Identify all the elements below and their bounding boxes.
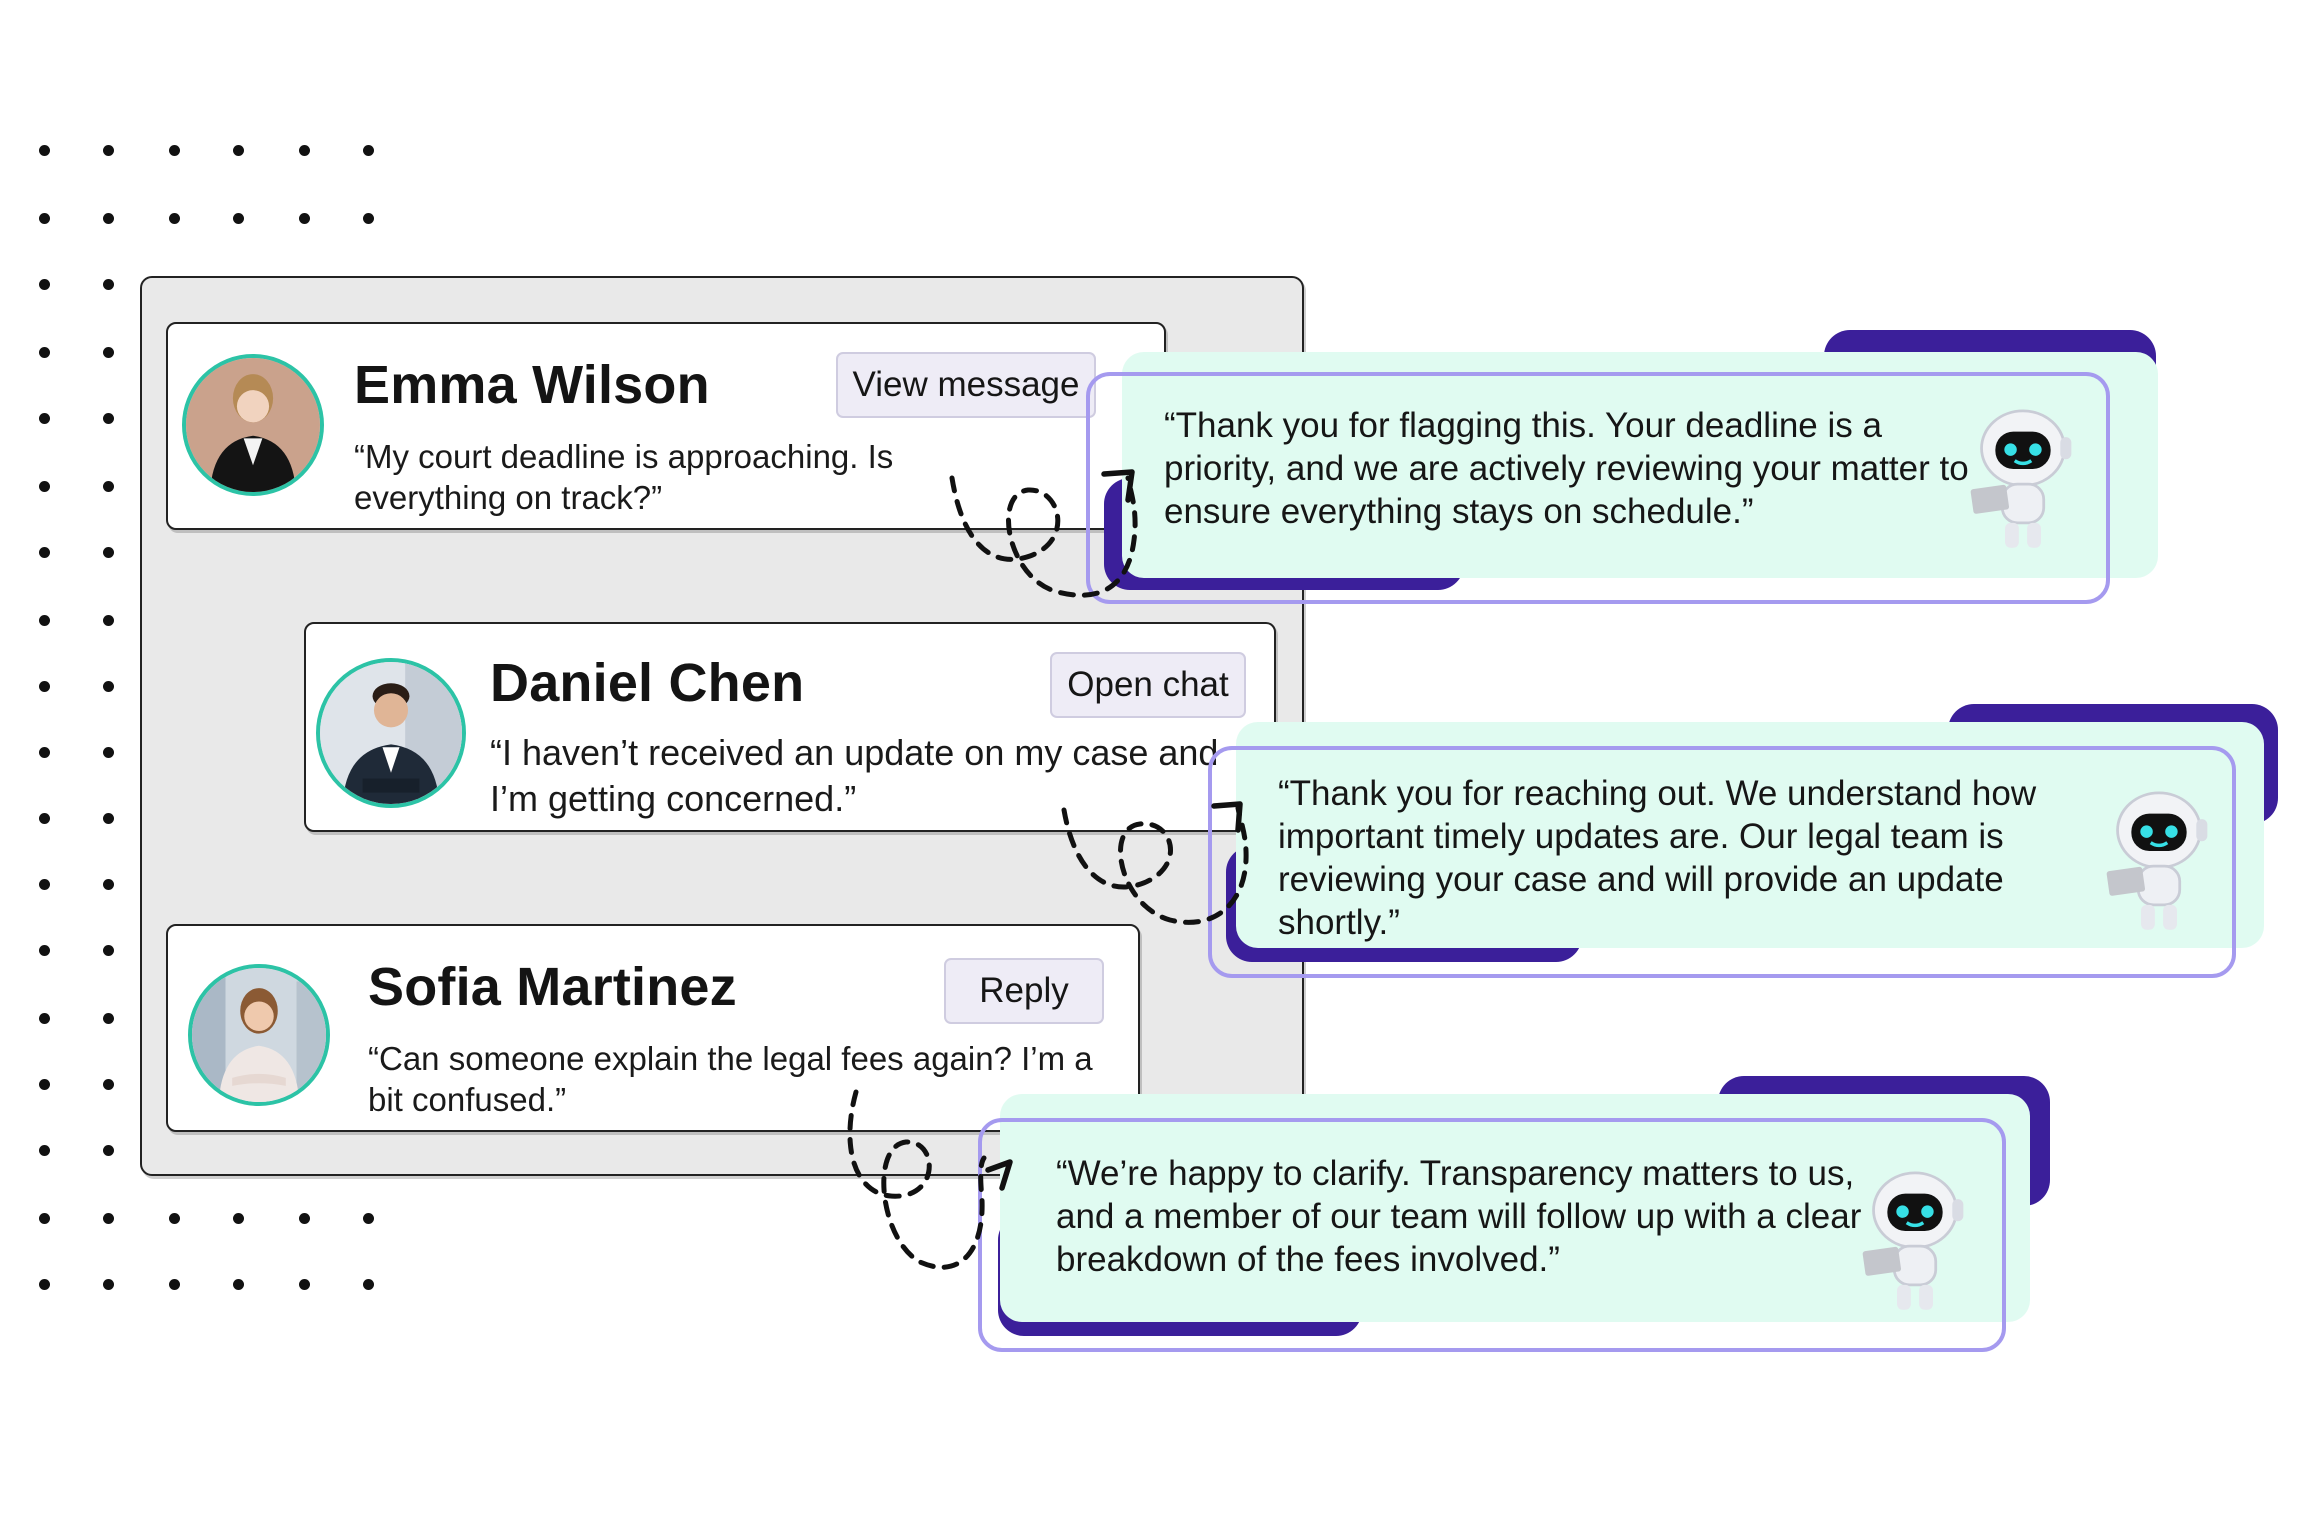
decorative-dot	[39, 413, 50, 424]
decorative-dot	[39, 615, 50, 626]
contact-name: Sofia Martinez	[368, 957, 737, 1017]
decorative-dot	[39, 1279, 50, 1290]
decorative-dot	[169, 1279, 180, 1290]
decorative-dot	[299, 1279, 310, 1290]
decorative-dot	[103, 813, 114, 824]
message-preview: “Can someone explain the legal fees agai…	[368, 1040, 1093, 1118]
decorative-dot	[103, 413, 114, 424]
decorative-dot	[103, 347, 114, 358]
decorative-dot	[103, 279, 114, 290]
decorative-dot	[299, 145, 310, 156]
decorative-dot	[39, 1013, 50, 1024]
contact-name: Emma Wilson	[354, 355, 710, 415]
decorative-dot	[233, 213, 244, 224]
decorative-dot	[103, 481, 114, 492]
decorative-dot	[39, 681, 50, 692]
robot-with-laptop-icon	[1862, 1171, 1964, 1310]
decorative-dot	[39, 213, 50, 224]
bubble-outline	[1086, 372, 2110, 604]
decorative-dot	[103, 1213, 114, 1224]
robot-with-laptop-icon	[2106, 791, 2208, 930]
response-text: “Thank you for reaching out. We understa…	[1278, 774, 2037, 942]
decorative-dot	[103, 1279, 114, 1290]
decorative-dot	[103, 1145, 114, 1156]
decorative-dot	[103, 213, 114, 224]
decorative-dot	[169, 213, 180, 224]
decorative-dot	[39, 547, 50, 558]
decorative-dot	[363, 213, 374, 224]
decorative-dot	[39, 945, 50, 956]
decorative-dot	[39, 813, 50, 824]
decorative-dot	[299, 213, 310, 224]
message-preview: “I haven’t received an update on my case…	[490, 732, 1219, 819]
decorative-dot	[103, 145, 114, 156]
dashed-loop-arrow-1	[949, 475, 1138, 598]
message-card-daniel-chen[interactable]: Daniel Chen “I haven’t received an updat…	[304, 622, 1276, 832]
avatar	[182, 354, 324, 496]
response-text: “Thank you for flagging this. Your deadl…	[1164, 406, 1969, 531]
bubble-fill	[1000, 1094, 2030, 1322]
avatar	[188, 964, 330, 1106]
robot-with-laptop-icon	[1970, 409, 2072, 548]
decorative-dot	[299, 1213, 310, 1224]
decorative-dot	[169, 1213, 180, 1224]
decorative-dot	[103, 547, 114, 558]
decorative-dot	[103, 945, 114, 956]
decorative-dot	[103, 681, 114, 692]
reply-button[interactable]: Reply	[944, 958, 1104, 1024]
message-card-emma-wilson[interactable]: Emma Wilson “My court deadline is approa…	[166, 322, 1166, 530]
dashed-loop-arrow-2	[1061, 805, 1249, 925]
arrowhead-icon	[1101, 469, 1135, 503]
decorative-dot	[39, 1213, 50, 1224]
arrowhead-icon	[985, 1159, 1013, 1191]
bubble-fill	[1236, 722, 2264, 948]
dashed-loop-arrow-3	[847, 1089, 987, 1270]
woman-in-black-blazer-avatar-icon	[186, 358, 320, 492]
decorative-dot	[39, 145, 50, 156]
decorative-dot	[103, 615, 114, 626]
decorative-dot	[233, 1213, 244, 1224]
decorative-dot	[39, 481, 50, 492]
bubble-outline	[1208, 746, 2236, 978]
decorative-dot	[169, 145, 180, 156]
decorative-dot	[363, 1279, 374, 1290]
contact-name: Daniel Chen	[490, 653, 805, 713]
decorative-dot	[39, 747, 50, 758]
message-preview: “My court deadline is approaching. Is ev…	[354, 438, 894, 516]
decorative-dot	[103, 747, 114, 758]
decorative-dot	[103, 1013, 114, 1024]
arrowhead-icon	[1211, 801, 1243, 833]
decorative-dot	[233, 1279, 244, 1290]
decorative-dot	[39, 279, 50, 290]
view-message-button[interactable]: View message	[836, 352, 1096, 418]
decorative-dot	[103, 879, 114, 890]
decorative-dot	[39, 1079, 50, 1090]
decorative-dot	[39, 347, 50, 358]
open-chat-button[interactable]: Open chat	[1050, 652, 1246, 718]
woman-in-office-avatar-icon	[192, 968, 326, 1102]
decorative-dot	[363, 145, 374, 156]
response-text: “We’re happy to clarify. Transparency ma…	[1056, 1154, 1862, 1279]
decorative-dot	[233, 145, 244, 156]
decorative-dot	[363, 1213, 374, 1224]
message-card-sofia-martinez[interactable]: Sofia Martinez “Can someone explain the …	[166, 924, 1140, 1132]
decorative-dot	[103, 1079, 114, 1090]
decorative-dot	[39, 879, 50, 890]
decorative-dot	[39, 1145, 50, 1156]
